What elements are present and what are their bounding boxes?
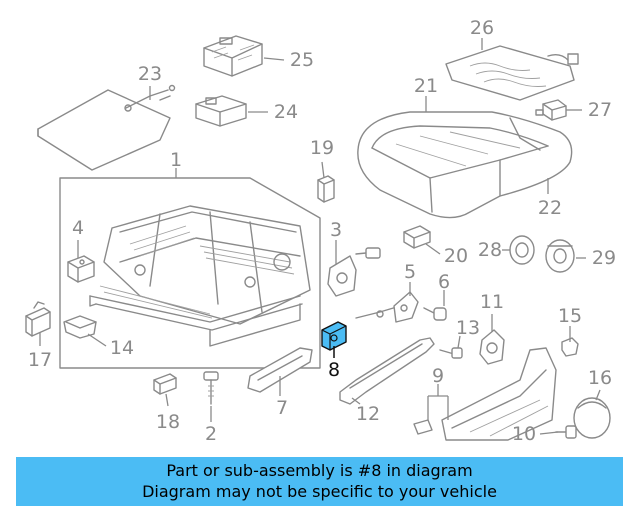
part-24-control-unit bbox=[195, 95, 247, 127]
callout-22: 22 bbox=[538, 197, 562, 219]
part-3-recliner bbox=[327, 247, 381, 297]
part-7-side-trim bbox=[247, 347, 313, 393]
part-2-bolt bbox=[203, 371, 219, 405]
callout-7: 7 bbox=[276, 397, 288, 419]
callout-1: 1 bbox=[170, 149, 182, 171]
part-5-cable-bracket bbox=[355, 291, 419, 323]
part-10-screw bbox=[555, 425, 577, 439]
callout-19: 19 bbox=[310, 137, 334, 159]
part-9-trim bbox=[413, 347, 557, 441]
part-19-clip bbox=[317, 175, 335, 203]
callout-13: 13 bbox=[456, 317, 480, 339]
callout-17: 17 bbox=[28, 349, 52, 371]
callout-29: 29 bbox=[592, 247, 616, 269]
part-14-cap bbox=[63, 315, 97, 339]
callout-14: 14 bbox=[110, 337, 134, 359]
callout-25: 25 bbox=[290, 49, 314, 71]
part-25-module bbox=[203, 35, 263, 77]
part-12-rail bbox=[339, 337, 435, 405]
callout-26: 26 bbox=[470, 17, 494, 39]
callout-5: 5 bbox=[404, 261, 416, 283]
callout-2: 2 bbox=[205, 423, 217, 445]
callout-20: 20 bbox=[444, 245, 468, 267]
callout-24: 24 bbox=[274, 101, 298, 123]
callout-23: 23 bbox=[138, 63, 162, 85]
callout-3: 3 bbox=[330, 219, 342, 241]
callout-6: 6 bbox=[438, 271, 450, 293]
part-8-highlighted-bracket bbox=[321, 321, 347, 351]
callout-4: 4 bbox=[72, 217, 84, 239]
part-29-knob bbox=[545, 239, 575, 273]
callout-12: 12 bbox=[356, 403, 380, 425]
part-11-cover bbox=[479, 329, 505, 365]
part-4-bracket bbox=[67, 255, 95, 283]
part-27-connector bbox=[535, 99, 567, 121]
banner-line-part: Part or sub-assembly is #8 in diagram bbox=[166, 461, 473, 480]
callout-11: 11 bbox=[480, 291, 504, 313]
part-1-frame-box bbox=[59, 177, 321, 369]
part-17-cover bbox=[25, 301, 51, 337]
info-banner: Part or sub-assembly is #8 in diagram Di… bbox=[16, 457, 623, 506]
callout-9: 9 bbox=[432, 365, 444, 387]
callout-15: 15 bbox=[558, 305, 582, 327]
callouts: 1 2 3 4 5 6 7 8 9 10 11 12 13 14 15 16 1… bbox=[28, 17, 616, 445]
leader-lines bbox=[39, 38, 601, 435]
callout-8: 8 bbox=[328, 359, 340, 381]
parts-diagram: 1 2 3 4 5 6 7 8 9 10 11 12 13 14 15 16 1… bbox=[25, 17, 616, 445]
callout-16: 16 bbox=[588, 367, 612, 389]
part-20-block bbox=[403, 225, 431, 249]
banner-line-disclaimer: Diagram may not be specific to your vehi… bbox=[142, 482, 497, 501]
part-26-heating-mat bbox=[445, 45, 579, 101]
part-15-clip bbox=[561, 337, 579, 357]
part-18-clip bbox=[153, 373, 177, 395]
part-28-knob bbox=[509, 235, 535, 265]
callout-28: 28 bbox=[478, 239, 502, 261]
callout-27: 27 bbox=[588, 99, 612, 121]
part-13-bolt bbox=[439, 347, 463, 359]
part-6-screw bbox=[423, 307, 447, 321]
part-16-knob bbox=[573, 397, 611, 439]
part-21-cushion bbox=[357, 111, 573, 219]
callout-10: 10 bbox=[512, 423, 536, 445]
part-23-mat bbox=[37, 84, 176, 171]
part-1-seat-frame bbox=[89, 205, 311, 347]
callout-21: 21 bbox=[414, 75, 438, 97]
callout-18: 18 bbox=[156, 411, 180, 433]
